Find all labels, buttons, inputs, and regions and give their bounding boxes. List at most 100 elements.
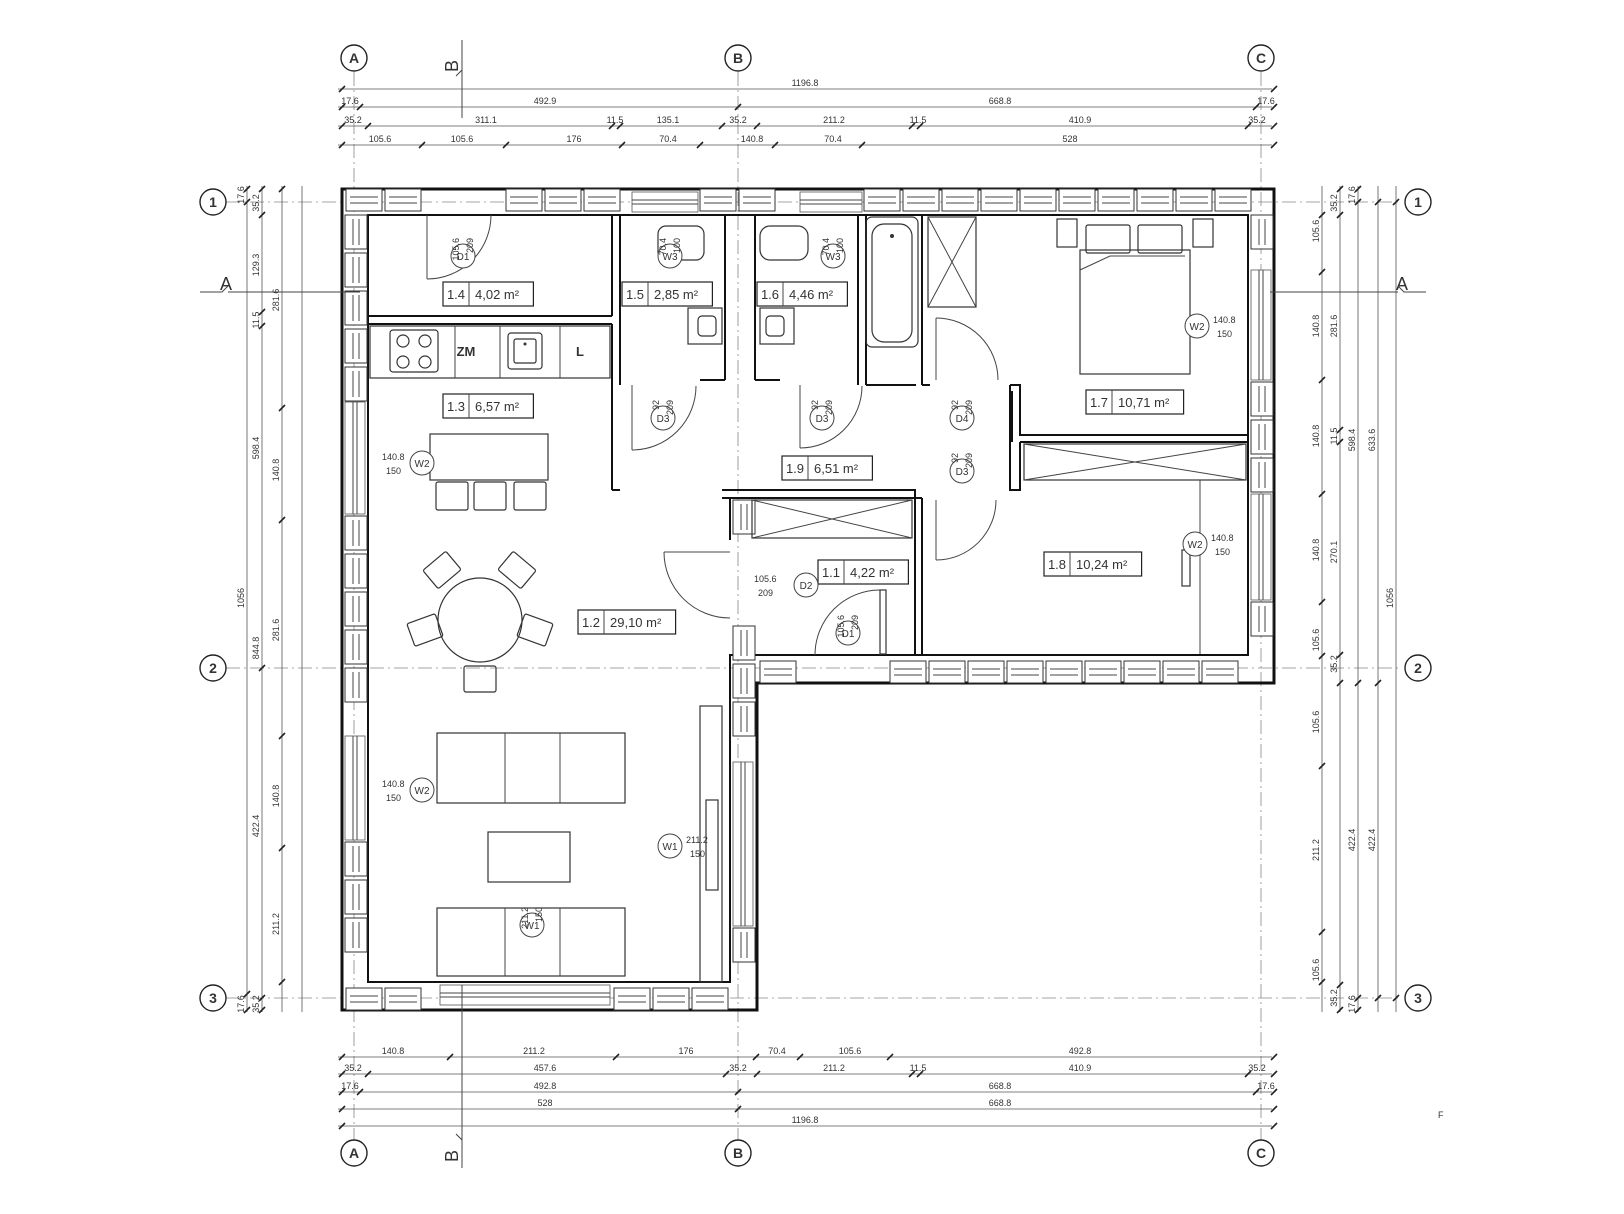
dimension-value: 140.8 <box>1311 315 1321 338</box>
axis-marker-label: B <box>733 1145 743 1161</box>
opening-height: 100 <box>672 238 682 253</box>
dimension-tick <box>243 990 251 998</box>
wall-block <box>344 667 368 703</box>
axis-marker-circle <box>1404 984 1432 1012</box>
opening-tag-circle <box>409 777 435 803</box>
dimension-tick <box>1244 122 1252 130</box>
wall-block <box>1175 188 1213 212</box>
dimension-tick <box>1336 438 1344 446</box>
dimension-value: 140.8 <box>1311 539 1321 562</box>
opening-width: 140.8 <box>1211 533 1234 543</box>
wall-block <box>732 499 756 535</box>
dimension-tick <box>258 1006 266 1014</box>
dimension-tick <box>1270 1053 1278 1061</box>
dimension-tick <box>243 1006 251 1014</box>
dimension-tick <box>278 732 286 740</box>
wall-block <box>1250 381 1274 417</box>
dimension-value: 129.3 <box>251 254 261 277</box>
opening-tag-circle <box>450 243 476 269</box>
dimension-value: 492.8 <box>534 1081 557 1091</box>
dimension-tick <box>364 122 372 130</box>
room-area: 29,10 m² <box>610 615 662 630</box>
dimension-tick <box>1374 198 1382 206</box>
wall-block <box>1045 660 1083 684</box>
axis-marker-label: C <box>1256 50 1266 66</box>
wall-block <box>344 366 368 402</box>
axis-marker-b: B <box>724 44 752 72</box>
room-area: 2,85 m² <box>654 287 699 302</box>
axis-marker-label: C <box>1256 1145 1266 1161</box>
opening-tag-code: D3 <box>657 414 670 425</box>
dimension-value: 17.6 <box>341 96 359 106</box>
dimension-tick <box>278 185 286 193</box>
opening-height: 150 <box>386 466 401 476</box>
door-swings <box>426 214 999 656</box>
dimension-value: 211.2 <box>823 1063 845 1073</box>
dimension-value: 422.4 <box>1367 829 1377 852</box>
dimension-value: 11.5 <box>1329 428 1339 445</box>
wall-block <box>902 188 940 212</box>
dimension-value: 105.6 <box>369 134 392 144</box>
axis-marker-3: 3 <box>1404 984 1432 1012</box>
dimension-tick <box>753 1070 761 1078</box>
axis-marker-2: 2 <box>1404 654 1432 682</box>
dimension-value: 211.2 <box>1311 839 1321 861</box>
wall-block <box>505 188 543 212</box>
dimension-tick <box>1354 198 1362 206</box>
axis-marker-2: 2 <box>199 654 227 682</box>
section-mark-b-bottom: B <box>442 1150 462 1162</box>
room-number: 1.7 <box>1090 395 1108 410</box>
opening-width: 105.6 <box>836 615 846 638</box>
dimension-tick <box>338 122 346 130</box>
dimension-tick <box>916 1070 924 1078</box>
dimension-value: 17.6 <box>1257 96 1275 106</box>
room-number: 1.4 <box>447 287 465 302</box>
wall-block <box>345 987 383 1011</box>
dimension-tick <box>1270 1070 1278 1078</box>
wall-block <box>967 660 1005 684</box>
axis-marker-label: 1 <box>209 194 217 210</box>
dimension-tick <box>278 978 286 986</box>
wall-block <box>1123 660 1161 684</box>
opening-tag-code: W1 <box>663 842 678 853</box>
dimension-tick <box>446 1053 454 1061</box>
opening-width: 70.4 <box>658 238 668 256</box>
dimension-tick <box>338 103 346 111</box>
opening-tag-code: D3 <box>956 467 969 478</box>
dimension-tick <box>1270 1122 1278 1130</box>
dimension-value: 70.4 <box>824 134 842 144</box>
wall-block <box>699 188 737 212</box>
dimension-value: 410.9 <box>1069 115 1092 125</box>
axis-marker-circle <box>1404 654 1432 682</box>
room-area: 4,22 m² <box>850 565 895 580</box>
dimension-tick <box>1270 85 1278 93</box>
axis-marker-label: 1 <box>1414 194 1422 210</box>
dimension-tick <box>278 404 286 412</box>
axis-marker-circle <box>340 1139 368 1167</box>
dimension-tick <box>1318 652 1326 660</box>
axis-marker-label: 3 <box>209 990 217 1006</box>
opening-tag-code: W1 <box>525 921 540 932</box>
dimension-tick <box>338 1122 346 1130</box>
wall-block <box>583 188 621 212</box>
dimension-tick <box>616 122 624 130</box>
wall-block <box>344 328 368 364</box>
dimension-tick <box>916 122 924 130</box>
wall-block <box>344 591 368 627</box>
dimension-tick <box>1270 103 1278 111</box>
dimension-tick <box>418 141 426 149</box>
opening-tag-circle <box>1184 313 1210 339</box>
opening-tag-code: W2 <box>1188 540 1203 551</box>
dimension-tick <box>258 664 266 672</box>
dimension-value: 11.5 <box>251 312 261 329</box>
wall-block <box>544 188 582 212</box>
dimension-value: 17.6 <box>1257 1081 1275 1091</box>
dimension-tick <box>1270 141 1278 149</box>
